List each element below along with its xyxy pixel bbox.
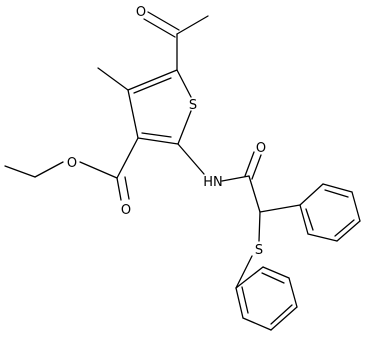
bond-amide-carbonyl-double-a xyxy=(244,151,255,177)
bond-phenyl1-b-inner xyxy=(324,189,349,198)
bond-ester-carbonyl-oxygen xyxy=(79,161,118,179)
atom-label-thioether-sulfur: S xyxy=(255,243,263,258)
bond-phenyl2-d xyxy=(288,277,298,308)
bond-ring-s1-c2 xyxy=(177,110,192,145)
bond-ester-carbonyl-double-a xyxy=(116,177,122,201)
bond-acetyl-carbonyl-double-a xyxy=(147,11,180,31)
bond-acetyl-methyl xyxy=(176,15,209,35)
bond-sulfur-phenyl xyxy=(235,255,253,289)
atom-labels: O S O O HN O S xyxy=(67,5,266,258)
bond-nh-carbonyl xyxy=(221,175,250,182)
bond-ring-c2-c3-inner xyxy=(141,132,172,138)
bond-ester-c3-carbonyl xyxy=(116,137,139,179)
bond-phenyl2-b xyxy=(242,317,272,331)
bond-ring-c3-c4 xyxy=(127,89,139,139)
bond-phenyl1-c xyxy=(351,191,361,222)
bond-ch-phenyl xyxy=(259,204,301,213)
bond-phenyl1-f-inner xyxy=(305,208,314,231)
bond-phenyl1-b xyxy=(322,183,353,193)
bond-amide-carbonyl-double-b xyxy=(251,154,262,180)
bond-phenyl2-a-inner xyxy=(241,286,249,314)
bond-ring-c5-c4 xyxy=(127,69,178,91)
bond-ch-sulfur xyxy=(258,211,261,242)
bonds xyxy=(4,11,361,331)
bond-phenyl2-c-inner xyxy=(270,304,293,325)
bond-ester-ch2-ch3 xyxy=(4,165,36,178)
bond-phenyl1-e xyxy=(307,233,338,242)
bond-phenyl1-d xyxy=(336,220,361,242)
atom-label-amide-nitrogen: HN xyxy=(203,175,223,190)
bond-phenyl1-f xyxy=(299,204,309,235)
bond-phenyl2-e xyxy=(262,266,290,279)
bond-carbonyl-ch xyxy=(248,175,261,213)
bond-phenyl2-f xyxy=(235,266,264,289)
atom-label-acetyl-oxygen: O xyxy=(136,5,146,20)
atom-label-ester-carbonyl-oxygen: O xyxy=(121,203,131,218)
bond-phenyl2-e-inner xyxy=(261,272,285,284)
bond-methyl xyxy=(97,67,129,91)
bond-phenyl2-c xyxy=(270,306,298,331)
atom-label-amide-oxygen: O xyxy=(256,141,266,156)
bond-ring-c5-c4-inner xyxy=(133,77,172,94)
bond-ring-c2-c3 xyxy=(137,137,179,145)
bond-acetyl-carbonyl-double-b xyxy=(143,18,176,38)
bond-ester-o-ch2 xyxy=(34,161,64,178)
bond-c2-nh xyxy=(177,143,205,175)
bond-phenyl1-d-inner xyxy=(334,219,355,237)
bond-phenyl2-a xyxy=(235,287,244,319)
bond-phenyl1-a xyxy=(299,183,324,206)
atom-label-ester-ether-oxygen: O xyxy=(67,156,77,171)
bond-ring-c5-s1 xyxy=(176,69,192,98)
bond-ester-carbonyl-double-b xyxy=(124,176,130,200)
atom-label-thiophene-sulfur: S xyxy=(189,98,197,113)
